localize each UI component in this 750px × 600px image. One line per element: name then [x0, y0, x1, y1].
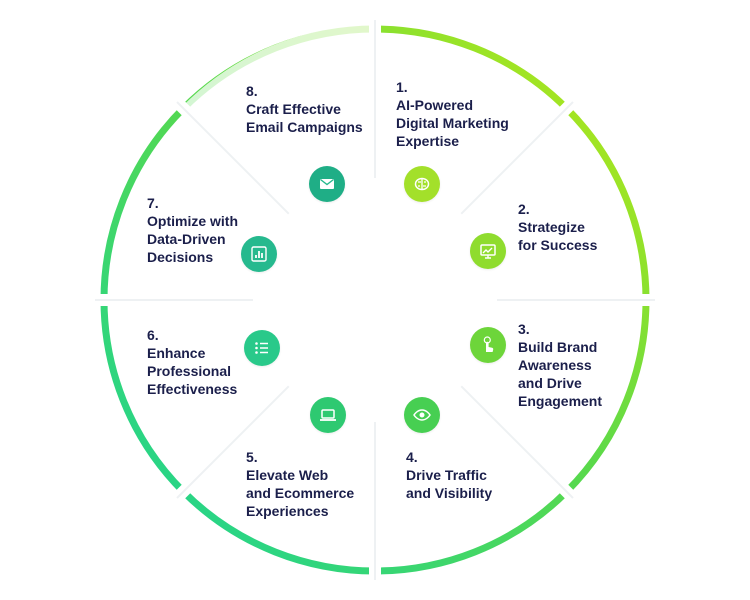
segment-title-line: Elevate Web	[246, 467, 329, 483]
segment-divider-edge	[459, 384, 574, 499]
segment-title-line: and Drive	[518, 375, 582, 391]
ring-fade	[181, 24, 376, 114]
segment-number: 3.	[518, 321, 530, 337]
bar-chart-icon	[241, 236, 277, 272]
segment-title-line: Expertise	[396, 133, 460, 149]
segment-number: 8.	[246, 83, 258, 99]
segment-title-line: Engagement	[518, 393, 603, 409]
segment-title-line: Optimize with	[147, 213, 238, 229]
segment-title-line: Enhance	[147, 345, 206, 361]
presentation-chart-icon	[470, 233, 506, 269]
segment-number: 1.	[396, 79, 408, 95]
segment-divider-edge	[176, 101, 291, 216]
brain-icon	[404, 166, 440, 202]
segment-title-line: Build Brand	[518, 339, 598, 355]
segment-label-2: 2. Strategize for Success	[518, 200, 597, 254]
segment-dividers	[95, 20, 655, 580]
segment-title-line: Decisions	[147, 249, 214, 265]
segment-label-4: 4. Drive Traffic and Visibility	[406, 448, 492, 502]
segment-title-line: Experiences	[246, 503, 329, 519]
list-icon	[244, 330, 280, 366]
segment-title-line: Digital Marketing	[396, 115, 509, 131]
segment-title-line: Professional	[147, 363, 232, 379]
segment-title-line: Drive Traffic	[406, 467, 487, 483]
segment-number: 5.	[246, 449, 258, 465]
segment-title-line: Effectiveness	[147, 381, 238, 397]
segment-title-line: AI-Powered	[396, 97, 474, 113]
segment-number: 6.	[147, 327, 159, 343]
segment-number: 7.	[147, 195, 159, 211]
segment-divider-edge	[459, 101, 574, 216]
inner-hub	[253, 178, 497, 422]
laptop-icon	[310, 397, 346, 433]
segment-number: 4.	[406, 449, 418, 465]
segment-title-line: Strategize	[518, 219, 585, 235]
segment-title-line: and Ecommerce	[246, 485, 355, 501]
segment-title-line: Data-Driven	[147, 231, 226, 247]
segment-number: 2.	[518, 201, 530, 217]
segment-divider-edge	[176, 384, 291, 499]
segment-title-line: and Visibility	[406, 485, 493, 501]
segment-title-line: Craft Effective	[246, 101, 341, 117]
envelope-icon	[309, 166, 345, 202]
segment-title-line: for Success	[518, 237, 598, 253]
segment-title-line: Awareness	[518, 357, 592, 373]
eye-icon	[404, 397, 440, 433]
segment-title-line: Email Campaigns	[246, 119, 363, 135]
tap-hand-icon	[470, 327, 506, 363]
